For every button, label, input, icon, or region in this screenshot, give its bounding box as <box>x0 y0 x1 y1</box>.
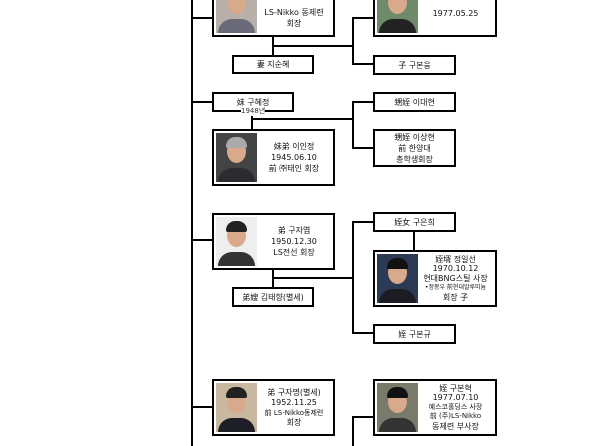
niece-box[interactable]: 姪女 구은희 <box>373 212 456 232</box>
portrait-photo <box>216 0 257 33</box>
portrait-photo <box>216 383 257 432</box>
box-label: 子 구본웅 <box>398 60 431 70</box>
connector <box>413 231 415 250</box>
connector <box>352 147 374 149</box>
card-line: 현대BNG스틸 사장 <box>423 273 488 283</box>
connector <box>272 45 354 47</box>
box-label: 姪女 구은희 <box>394 217 435 227</box>
connector <box>251 111 253 129</box>
card-line: LS-Nikko 동제련 <box>264 7 324 17</box>
main-trunk-line <box>191 0 193 446</box>
card-line: 姪壻 정일선 <box>435 254 476 264</box>
portrait-photo <box>377 383 418 432</box>
card-line: LS전선 회장 <box>273 248 315 257</box>
card-line: 1950.12.30 <box>271 237 317 246</box>
box-label: 妻 지순혜 <box>256 60 290 69</box>
son-box[interactable]: 子 구본웅 <box>373 55 456 75</box>
connector <box>352 17 374 19</box>
card-line: 1970.10.12 <box>432 264 479 274</box>
box-label: 甥姪 이대현 <box>394 97 435 107</box>
connector <box>192 101 213 103</box>
connector <box>352 101 374 103</box>
connector <box>192 406 213 408</box>
connector <box>352 63 374 65</box>
card-line: 甥姪 이상현 <box>394 132 435 142</box>
card-line: 弟 구자엽 <box>277 226 311 235</box>
portrait-photo <box>377 254 418 303</box>
card-line: 前 한양대 <box>398 143 431 153</box>
card-line: 1977.05.25 <box>432 9 479 18</box>
card-line: •정몽우 前현대알루미늄 <box>424 284 487 292</box>
card-line: 1952.11.25 <box>271 397 317 407</box>
card-line: 동제련 부사장 <box>432 421 479 431</box>
birth-year: 1948년 <box>241 106 266 116</box>
card-line: 妹弟 이인정 <box>273 142 315 151</box>
card-line: 총학생회장 <box>396 154 433 164</box>
box-label: 姪 구본규 <box>398 329 431 339</box>
card-line: 前 LS-Nikko동제련 <box>264 408 324 417</box>
card-line: 회장 <box>286 18 302 28</box>
connector <box>352 332 374 334</box>
sister-in-law-box[interactable]: 弟嫂 김태향(별세) <box>232 287 314 307</box>
person-card-daughter[interactable]: 1977.05.25 <box>373 0 497 37</box>
card-line: 회장 子 <box>442 292 469 302</box>
connector <box>352 416 374 418</box>
connector <box>352 221 354 334</box>
card-line: 예스코홀딩스 사장 <box>428 402 483 411</box>
card-line: 姪 구본혁 <box>439 383 472 393</box>
nephew-box[interactable]: 姪 구본규 <box>373 324 456 344</box>
card-line: 1945.06.10 <box>271 153 317 162</box>
person-card-brother-in-law[interactable]: 妹弟 이인정 1945.06.10 前 ㈜태인 회장 <box>212 129 335 186</box>
nephew-box[interactable]: 甥姪 이대현 <box>373 92 456 112</box>
connector <box>251 118 354 120</box>
box-label: 妹 구혜정 <box>236 97 270 107</box>
card-line: 회장 <box>286 417 302 427</box>
card-line: 前 ㈜태인 회장 <box>268 164 320 173</box>
connector <box>352 17 354 65</box>
connector <box>352 221 374 223</box>
portrait-photo <box>216 217 257 266</box>
card-line: 弟 구자명(별세) <box>267 387 321 397</box>
wife-box[interactable]: 妻 지순혜 <box>232 55 314 74</box>
card-line: 前 (주)LS-Nikko <box>429 412 482 421</box>
connector <box>192 17 213 19</box>
box-label: 弟嫂 김태향(별세) <box>242 292 304 302</box>
connector <box>192 239 213 241</box>
connector <box>352 101 354 149</box>
portrait-photo <box>377 0 418 33</box>
connector <box>272 277 354 279</box>
card-line: 1977.07.10 <box>432 393 479 403</box>
connector <box>352 416 354 446</box>
portrait-photo <box>216 133 257 182</box>
